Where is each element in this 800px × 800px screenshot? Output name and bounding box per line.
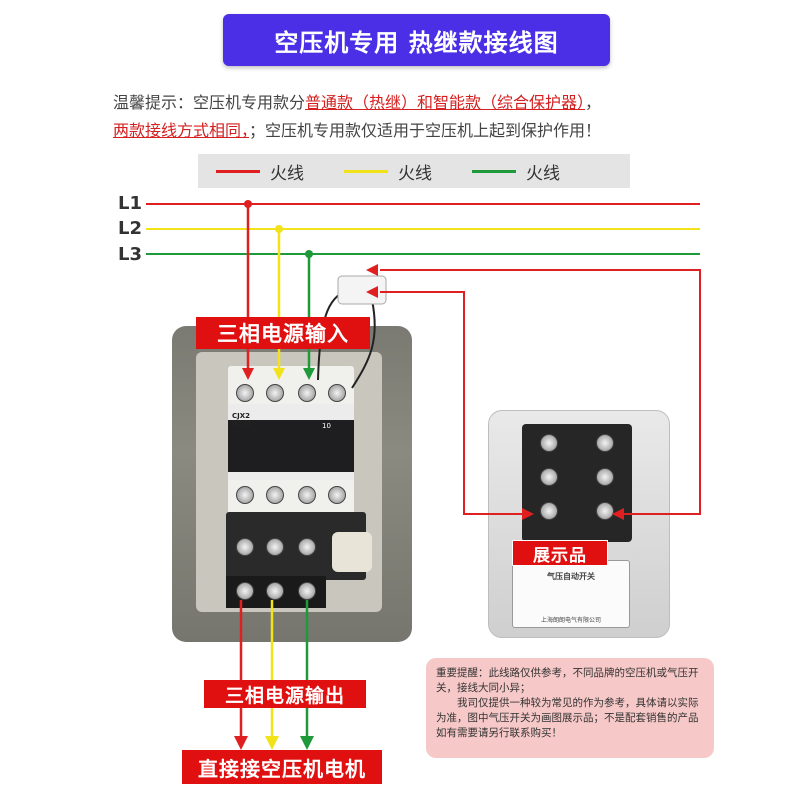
arrow-right-icon xyxy=(522,508,534,520)
note-paragraph-1: 重要提醒：此线路仅供参考，不同品牌的空压机或气压开关，接线大同小异； xyxy=(436,667,699,694)
legend-swatch-yellow xyxy=(344,169,388,173)
arrow-down-icon xyxy=(300,736,314,750)
legend-label: 火线 xyxy=(398,163,432,184)
screw-icon xyxy=(298,582,316,600)
tip-highlight-2: 两款接线方式相同， xyxy=(113,121,250,140)
contactor-rating: 3210 xyxy=(232,420,252,428)
tip-prefix: 温馨提示：空压机专用款分 xyxy=(113,93,306,112)
arrow-left-icon xyxy=(366,264,378,276)
screw-icon xyxy=(236,582,254,600)
screw-icon xyxy=(596,434,614,452)
screw-icon xyxy=(298,486,316,504)
pressure-switch-name: 气压自动开关 xyxy=(547,572,595,581)
tip-suffix-1: ， xyxy=(585,93,602,112)
arrow-down-icon xyxy=(273,368,285,380)
tip-highlight-1: 普通款（热继）和智能款（综合保护器） xyxy=(305,93,586,112)
label-power-output: 三相电源输出 xyxy=(204,680,366,708)
arrow-down-icon xyxy=(265,736,279,750)
page-title: 空压机专用 热继款接线图 xyxy=(223,14,610,66)
arrow-left-icon xyxy=(612,508,624,520)
screw-icon xyxy=(236,538,254,556)
arrow-down-icon xyxy=(234,736,248,750)
important-note: 重要提醒：此线路仅供参考，不同品牌的空压机或气压开关，接线大同小异； 我司仅提供… xyxy=(426,658,714,758)
tip-suffix-2: ；空压机专用款仅适用于空压机上起到保护作用！ xyxy=(249,121,602,140)
contactor-model-label: CJX2 3210 xyxy=(232,412,251,428)
line-label-l2: L2 xyxy=(118,218,142,239)
switch-wire-b xyxy=(380,291,524,515)
screw-icon xyxy=(266,384,284,402)
legend-item-red: 火线 xyxy=(216,159,304,184)
tip-line-1: 温馨提示：空压机专用款分普通款（热继）和智能款（综合保护器）， xyxy=(113,89,601,113)
wire-legend: 火线 火线 火线 xyxy=(198,154,630,188)
legend-item-green: 火线 xyxy=(472,159,560,184)
screw-icon xyxy=(266,538,284,556)
arrow-down-icon xyxy=(242,368,254,380)
arrow-down-icon xyxy=(303,368,315,380)
legend-label: 火线 xyxy=(270,163,304,184)
contactor-model: CJX2 xyxy=(232,412,251,420)
screw-icon xyxy=(328,486,346,504)
legend-label: 火线 xyxy=(526,163,560,184)
switch-wire-a xyxy=(380,269,701,515)
label-showcase: 展示品 xyxy=(512,540,608,566)
screw-icon xyxy=(596,502,614,520)
line-label-l3: L3 xyxy=(118,244,142,265)
screw-icon xyxy=(236,384,254,402)
screw-icon xyxy=(540,468,558,486)
screw-icon xyxy=(596,468,614,486)
wire-connector xyxy=(337,275,387,305)
screw-icon xyxy=(266,582,284,600)
legend-item-yellow: 火线 xyxy=(344,159,432,184)
screw-icon xyxy=(298,538,316,556)
screw-icon xyxy=(298,384,316,402)
contactor-front xyxy=(228,420,354,472)
label-motor: 直接接空压机电机 xyxy=(182,750,382,784)
note-paragraph-2: 我司仅提供一种较为常见的作为参考，具体请以实际为准，图中气压开关为画图展示品；不… xyxy=(436,697,699,739)
tip-line-2: 两款接线方式相同，；空压机专用款仅适用于空压机上起到保护作用！ xyxy=(113,117,601,141)
legend-swatch-green xyxy=(472,169,516,173)
screw-icon xyxy=(328,384,346,402)
label-power-input: 三相电源输入 xyxy=(196,317,370,349)
contactor-aux-label: 10 xyxy=(322,422,331,430)
screw-icon xyxy=(540,502,558,520)
screw-icon xyxy=(266,486,284,504)
arrow-left-icon xyxy=(366,286,378,298)
pressure-switch-maker: 上海朗朗电气有限公司 xyxy=(540,617,601,624)
line-label-l1: L1 xyxy=(118,193,142,214)
legend-swatch-red xyxy=(216,169,260,173)
screw-icon xyxy=(540,434,558,452)
screw-icon xyxy=(236,486,254,504)
control-wire xyxy=(351,299,376,389)
thermal-relay-dial xyxy=(332,532,372,572)
